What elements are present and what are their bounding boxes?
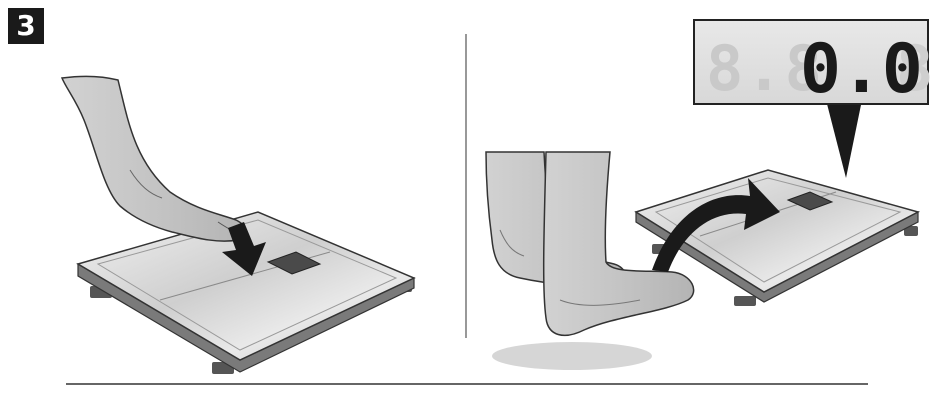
weight-reading: 0.0 [800, 30, 923, 109]
display-callout-pointer [826, 100, 862, 178]
scale-display: 8.8 8 0.0 [694, 20, 933, 109]
